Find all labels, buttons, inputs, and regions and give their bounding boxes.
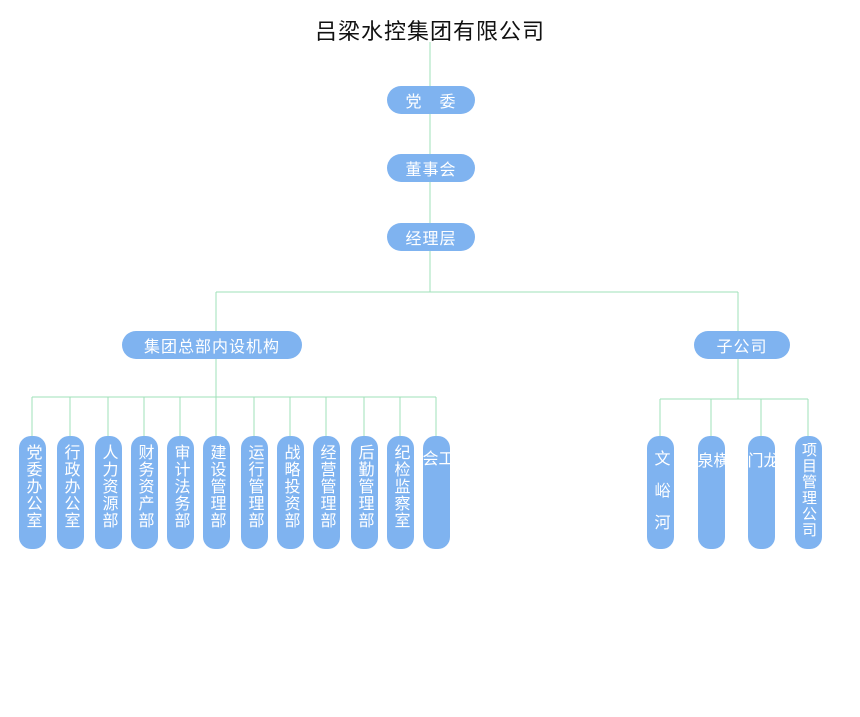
subsidiary-label: 项目管理公司 [800, 442, 818, 538]
chart-title: 吕梁水控集团有限公司 [314, 20, 545, 45]
dept-human-resources: 人力资源部 [95, 436, 122, 549]
dept-label: 运行管理部 [245, 444, 265, 529]
dept-label: 战略投资部 [281, 444, 301, 529]
subsidiary-wenyuhe: 文峪河 [647, 436, 674, 549]
node-label: 党 委 [405, 92, 457, 111]
dept-trade-union: 工会 [419, 436, 455, 549]
dept-label: 行政办公室 [61, 444, 81, 529]
dept-label: 后勤管理部 [355, 444, 375, 529]
dept-admin-office: 行政办公室 [57, 436, 84, 549]
dept-label: 工会 [419, 450, 455, 514]
dept-business-management: 经营管理部 [313, 436, 340, 549]
subsidiary-longmen: 龙门 [744, 436, 780, 549]
dept-label: 经营管理部 [317, 444, 337, 529]
subsidiary-label: 文峪河 [651, 450, 671, 546]
subsidiary-project-management: 项目管理公司 [795, 436, 822, 549]
node-label: 董事会 [405, 160, 457, 179]
dept-party-office: 党委办公室 [19, 436, 46, 549]
node-internal-departments: 集团总部内设机构 [122, 331, 302, 359]
subsidiary-hengquan: 横泉 [694, 436, 730, 549]
dept-operations: 运行管理部 [241, 436, 268, 549]
dept-strategy-investment: 战略投资部 [277, 436, 304, 549]
dept-discipline-inspection: 纪检监察室 [387, 436, 414, 549]
dept-label: 党委办公室 [23, 444, 43, 529]
node-party-committee: 党 委 [387, 86, 475, 114]
dept-audit-legal: 审计法务部 [167, 436, 194, 549]
dept-label: 财务资产部 [135, 444, 155, 529]
dept-finance: 财务资产部 [131, 436, 158, 549]
subsidiary-label: 横泉 [694, 452, 730, 508]
node-label: 经理层 [405, 229, 457, 248]
node-subsidiaries: 子公司 [694, 331, 790, 359]
dept-label: 人力资源部 [99, 444, 119, 529]
subsidiary-label: 龙门 [744, 452, 780, 508]
node-label: 集团总部内设机构 [143, 337, 280, 356]
node-management: 经理层 [387, 223, 475, 251]
dept-label: 建设管理部 [207, 444, 227, 529]
node-label: 子公司 [716, 337, 768, 356]
dept-label: 审计法务部 [171, 444, 191, 529]
dept-logistics: 后勤管理部 [351, 436, 378, 549]
dept-label: 纪检监察室 [391, 444, 411, 529]
dept-construction: 建设管理部 [203, 436, 230, 549]
node-board: 董事会 [387, 154, 475, 182]
